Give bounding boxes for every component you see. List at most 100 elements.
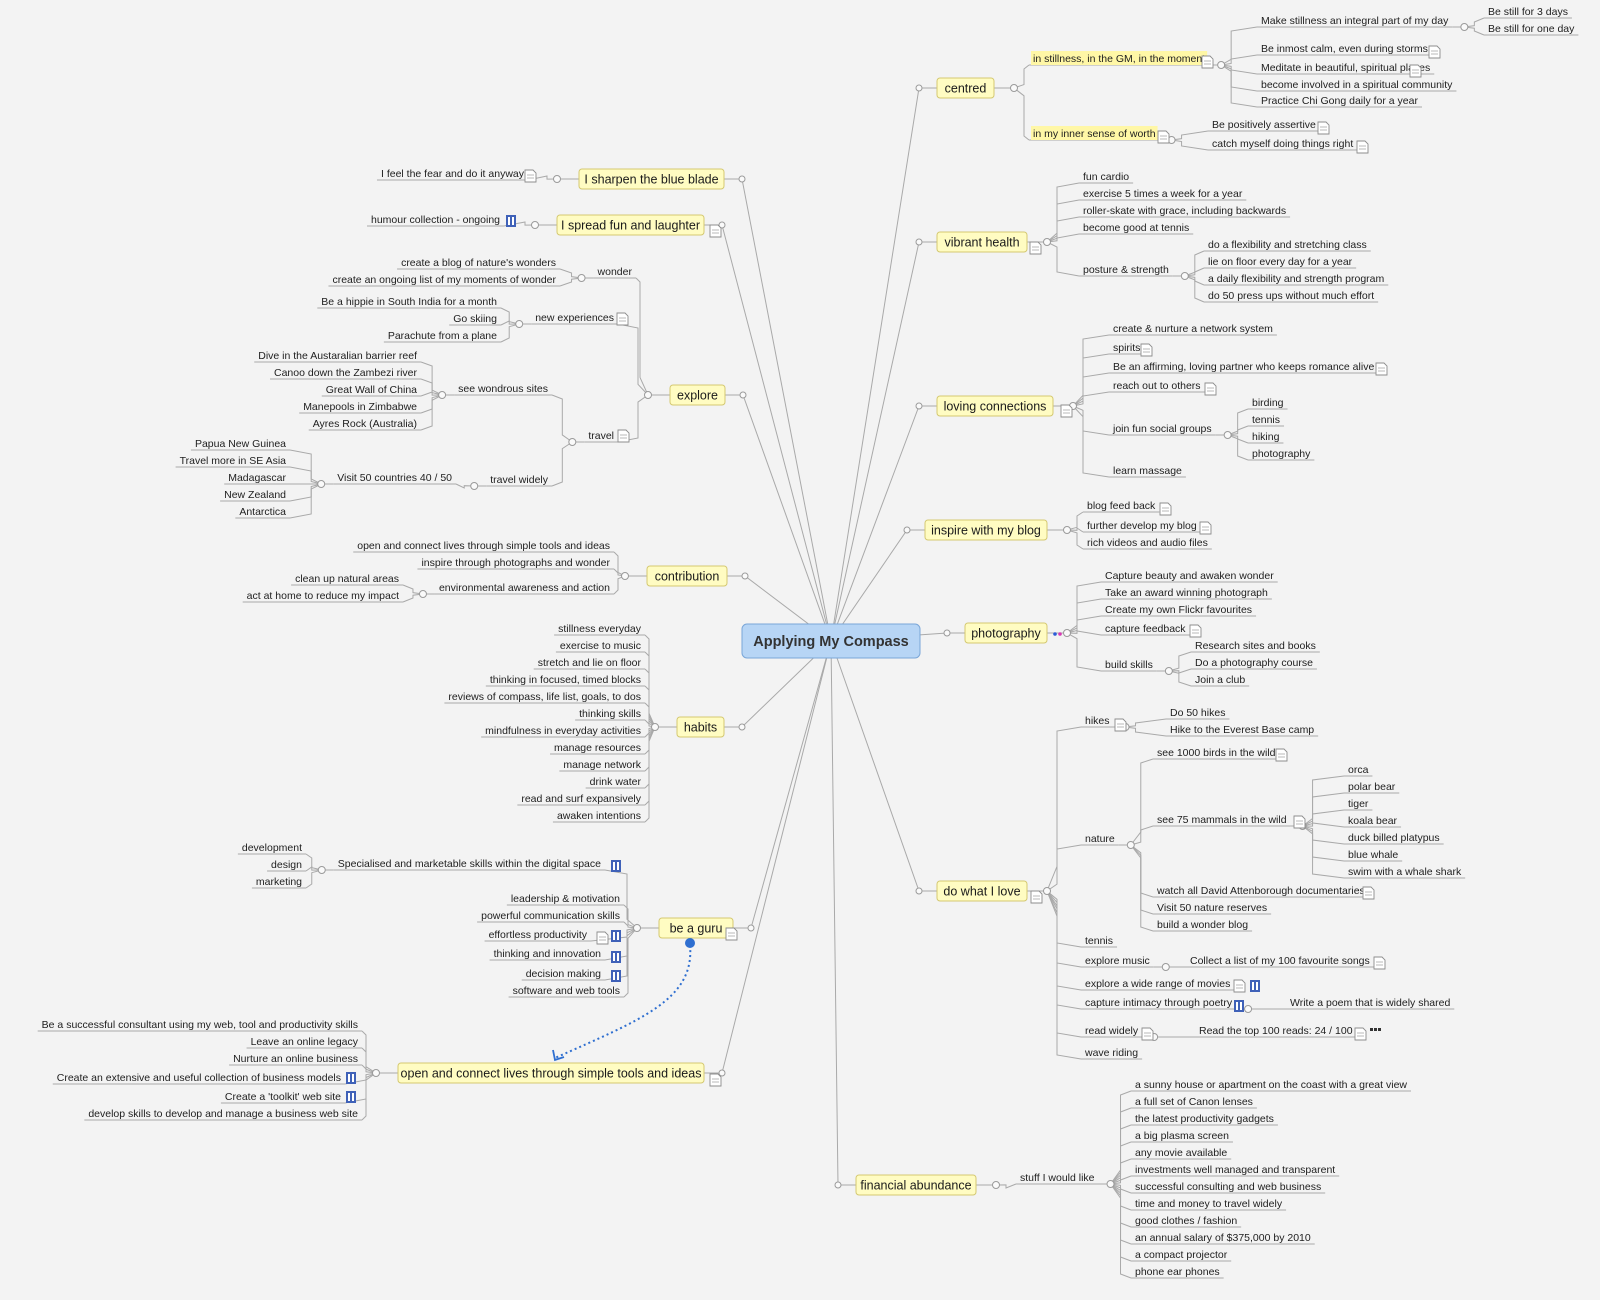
subtopic-p4[interactable]: capture feedback [1105, 623, 1186, 635]
subtopic-v5a[interactable]: do a flexibility and stretching class [1208, 239, 1367, 251]
note-icon[interactable] [596, 931, 609, 945]
note-icon[interactable] [1233, 979, 1246, 993]
subtopic-e3a4[interactable]: Manepools in Zimbabwe [303, 401, 417, 413]
subtopic-m3[interactable]: tiger [1348, 798, 1369, 810]
subtopic-h7[interactable]: mindfulness in everyday activities [485, 725, 641, 737]
subtopic-d2c[interactable]: watch all David Attenborough documentari… [1156, 885, 1365, 897]
subtopic-h6[interactable]: thinking skills [579, 708, 641, 720]
subtopic-co3b[interactable]: act at home to reduce my impact [247, 590, 399, 602]
attachment-icon[interactable] [611, 860, 621, 872]
subtopic-h9[interactable]: manage network [563, 759, 641, 771]
subtopic-p1[interactable]: Capture beauty and awaken wonder [1105, 570, 1274, 582]
subtopic-co1[interactable]: open and connect lives through simple to… [357, 540, 610, 552]
topic-vibrant-box[interactable] [936, 231, 1028, 253]
topic-loving-box[interactable] [936, 395, 1054, 417]
subtopic-d6a[interactable]: Write a poem that is widely shared [1290, 997, 1450, 1009]
note-icon[interactable] [1114, 718, 1127, 732]
subtopic-c1[interactable]: Papua New Guinea [195, 438, 286, 450]
note-icon[interactable] [1060, 404, 1073, 418]
subtopic-l5a[interactable]: birding [1252, 397, 1284, 409]
subtopic-d1a[interactable]: Do 50 hikes [1170, 707, 1225, 719]
more-icon[interactable] [1370, 1028, 1381, 1031]
subtopic-c4[interactable]: New Zealand [224, 489, 286, 501]
subtopic-g7[interactable]: software and web tools [513, 985, 620, 997]
subtopic-e3a5[interactable]: Ayres Rock (Australia) [313, 418, 417, 430]
note-icon[interactable] [1375, 362, 1388, 376]
subtopic-s2[interactable]: Be inmost calm, even during storms [1261, 43, 1428, 55]
subtopic-e3[interactable]: travel [588, 430, 614, 442]
subtopic-d1b[interactable]: Hike to the Everest Base camp [1170, 724, 1314, 736]
note-icon[interactable] [1159, 502, 1172, 516]
subtopic-e2a[interactable]: Be a hippie in South India for a month [321, 296, 497, 308]
note-icon[interactable] [1199, 521, 1212, 535]
note-icon[interactable] [1373, 956, 1386, 970]
attachment-icon[interactable] [611, 951, 621, 963]
topic-dowhat-box[interactable] [936, 880, 1028, 902]
topic-photo-box[interactable] [964, 622, 1048, 644]
subtopic-l6[interactable]: learn massage [1113, 465, 1182, 477]
subtopic-f6[interactable]: investments well managed and transparent [1135, 1164, 1335, 1176]
subtopic-h4[interactable]: thinking in focused, timed blocks [490, 674, 641, 686]
subtopic-o3[interactable]: Nurture an online business [233, 1053, 358, 1065]
subtopic-b1[interactable]: blog feed back [1087, 500, 1156, 512]
subtopic-l5b[interactable]: tennis [1252, 414, 1280, 426]
subtopic-g1b[interactable]: design [271, 859, 302, 871]
topic-inspire-box[interactable] [924, 519, 1048, 541]
subtopic-f12[interactable]: phone ear phones [1135, 1266, 1220, 1278]
subtopic-e2[interactable]: new experiences [535, 312, 614, 324]
subtopic-s1b[interactable]: Be still for one day [1488, 23, 1575, 35]
topic-sharpen-box[interactable] [578, 168, 725, 190]
attachment-icon[interactable] [1250, 980, 1260, 992]
subtopic-v5c[interactable]: a daily flexibility and strength program [1208, 273, 1385, 285]
subtopic-h12[interactable]: awaken intentions [557, 810, 641, 822]
subtopic-co2[interactable]: inspire through photographs and wonder [421, 557, 610, 569]
subtopic-l5d[interactable]: photography [1252, 448, 1311, 460]
subtopic-e3a3[interactable]: Great Wall of China [326, 384, 417, 396]
subtopic-g4[interactable]: effortless productivity [489, 929, 588, 941]
subtopic-m5[interactable]: duck billed platypus [1348, 832, 1440, 844]
topic-centred-box[interactable] [936, 77, 995, 99]
note-icon[interactable] [1030, 890, 1043, 904]
subtopic-d2[interactable]: nature [1085, 833, 1115, 845]
subtopic-co3a[interactable]: clean up natural areas [295, 573, 399, 585]
subtopic-h2[interactable]: exercise to music [560, 640, 641, 652]
note-icon[interactable] [616, 312, 629, 326]
subtopic-o5[interactable]: Create a 'toolkit' web site [225, 1091, 341, 1103]
topic-spread-box[interactable] [556, 214, 705, 236]
subtopic-d2d[interactable]: Visit 50 nature reserves [1157, 902, 1267, 914]
subtopic-h10[interactable]: drink water [590, 776, 642, 788]
subtopic-c3[interactable]: Madagascar [228, 472, 286, 484]
note-icon[interactable] [617, 429, 630, 443]
note-icon[interactable] [1362, 886, 1375, 900]
subtopic-v2[interactable]: exercise 5 times a week for a year [1083, 188, 1243, 200]
note-icon[interactable] [1293, 815, 1306, 829]
subtopic-v5[interactable]: posture & strength [1083, 264, 1169, 276]
subtopic-f9[interactable]: good clothes / fashion [1135, 1215, 1237, 1227]
subtopic-v5d[interactable]: do 50 press ups without much effort [1208, 290, 1374, 302]
attachment-icon[interactable] [611, 970, 621, 982]
note-icon[interactable] [1157, 130, 1170, 144]
note-icon[interactable] [1140, 343, 1153, 357]
attachment-icon[interactable] [346, 1072, 356, 1084]
subtopic-p5a[interactable]: Research sites and books [1195, 640, 1316, 652]
subtopic-c5[interactable]: Antarctica [239, 506, 286, 518]
subtopic-e2b[interactable]: Go skiing [453, 313, 497, 325]
subtopic-f10[interactable]: an annual salary of $375,000 by 2010 [1135, 1232, 1311, 1244]
subtopic-g5[interactable]: thinking and innovation [494, 948, 602, 960]
subtopic-v4[interactable]: become good at tennis [1083, 222, 1189, 234]
subtopic-d2b[interactable]: see 75 mammals in the wild [1157, 814, 1287, 826]
subtopic-h5[interactable]: reviews of compass, life list, goals, to… [448, 691, 641, 703]
subtopic-l4[interactable]: reach out to others [1113, 380, 1201, 392]
topic-explore-box[interactable] [669, 384, 726, 406]
subtopic-w1[interactable]: Be positively assertive [1212, 119, 1316, 131]
subtopic-s4[interactable]: become involved in a spiritual community [1261, 79, 1453, 91]
subtopic-g3[interactable]: powerful communication skills [481, 910, 620, 922]
subtopic-g2[interactable]: leadership & motivation [511, 893, 620, 905]
topic-financial-box[interactable] [855, 1174, 977, 1196]
subtopic-e3a2[interactable]: Canoo down the Zambezi river [274, 367, 417, 379]
subtopic-innerworth[interactable]: in my inner sense of worth [1033, 128, 1156, 140]
subtopic-e2c[interactable]: Parachute from a plane [388, 330, 497, 342]
subtopic-s3[interactable]: Meditate in beautiful, spiritual places [1261, 62, 1430, 74]
subtopic-m4[interactable]: koala bear [1348, 815, 1398, 827]
subtopic-e1[interactable]: wonder [597, 266, 633, 278]
